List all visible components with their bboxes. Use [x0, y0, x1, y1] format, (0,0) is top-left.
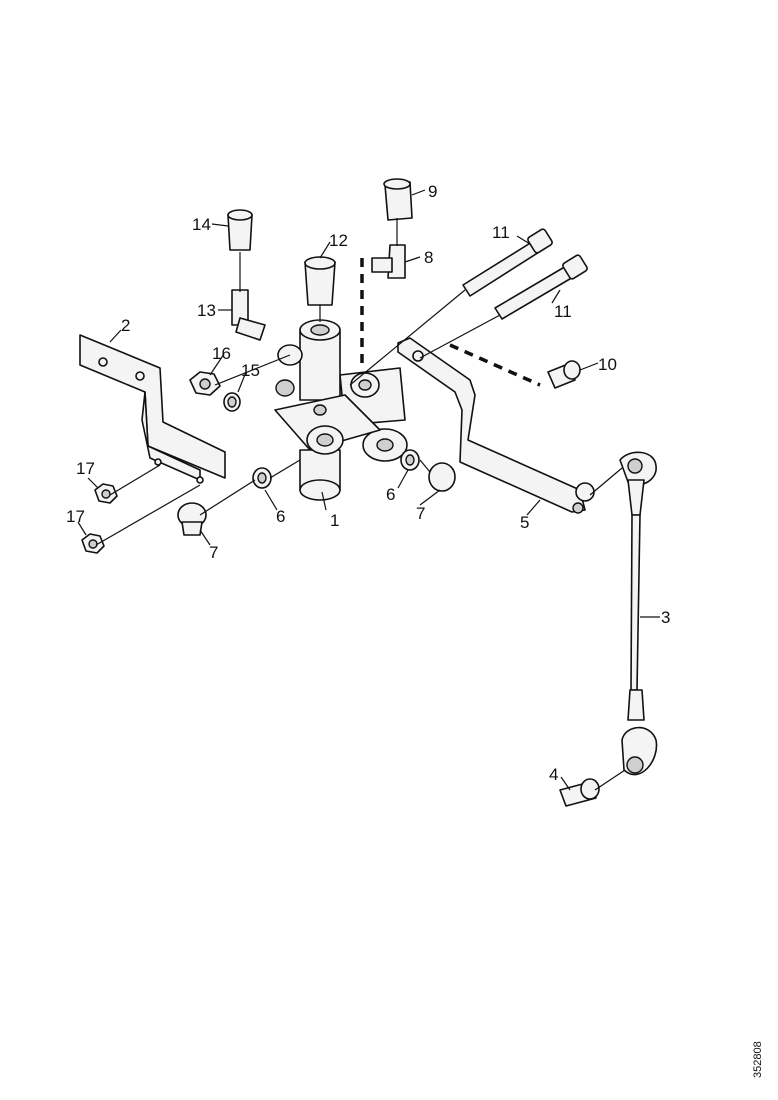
callout-17-upper: 17	[76, 459, 95, 478]
callout-13: 13	[197, 301, 216, 320]
callout-16: 16	[212, 344, 231, 363]
callout-6-left: 6	[276, 507, 285, 526]
callout-14: 14	[192, 215, 211, 234]
nut-17-lower	[81, 533, 105, 554]
assembly-lines	[95, 218, 626, 791]
lever-arm	[397, 337, 595, 514]
push-fitting-9	[383, 178, 413, 221]
screw-10	[547, 360, 581, 389]
callout-17-lower: 17	[66, 507, 85, 526]
push-fitting-12	[304, 256, 336, 306]
callout-8: 8	[424, 248, 433, 267]
plug-7-left	[177, 502, 207, 536]
callout-9: 9	[428, 182, 437, 201]
screw-4	[559, 778, 600, 807]
push-fitting-14	[227, 209, 253, 251]
nut-17-upper	[94, 483, 118, 504]
callout-15: 15	[241, 361, 260, 380]
callout-7-left: 7	[209, 543, 218, 562]
callout-7-right: 7	[416, 504, 425, 523]
callout-12: 12	[329, 231, 348, 250]
nut-16	[189, 371, 221, 396]
callout-3: 3	[661, 608, 670, 627]
mounting-bracket	[79, 334, 226, 484]
callout-11-upper: 11	[492, 223, 510, 242]
callout-2: 2	[121, 316, 130, 335]
plug-7-right	[428, 462, 456, 492]
seal-ring-6-left	[252, 467, 272, 489]
callout-leaders	[77, 189, 660, 791]
seal-ring-6-right	[400, 449, 420, 471]
callout-4: 4	[549, 765, 558, 784]
figure-reference-code: 352808	[752, 1041, 764, 1078]
callout-5: 5	[520, 513, 529, 532]
bolt-upper	[462, 228, 553, 297]
elbow-fitting-8	[371, 244, 406, 279]
seal-ring-15	[223, 392, 241, 412]
leveling-valve-body	[274, 319, 408, 501]
callout-11-lower: 11	[554, 302, 572, 321]
callout-6-right: 6	[386, 485, 395, 504]
hose-path-dashed-2	[449, 343, 541, 387]
callout-labels: 1 2 3 4 5 6 6 7 7 8 9 10 11 11 12 13 14 …	[66, 182, 670, 784]
callout-10: 10	[598, 355, 617, 374]
elbow-fitting-13	[231, 289, 266, 341]
link-rod	[619, 451, 658, 776]
callout-1: 1	[330, 511, 339, 530]
